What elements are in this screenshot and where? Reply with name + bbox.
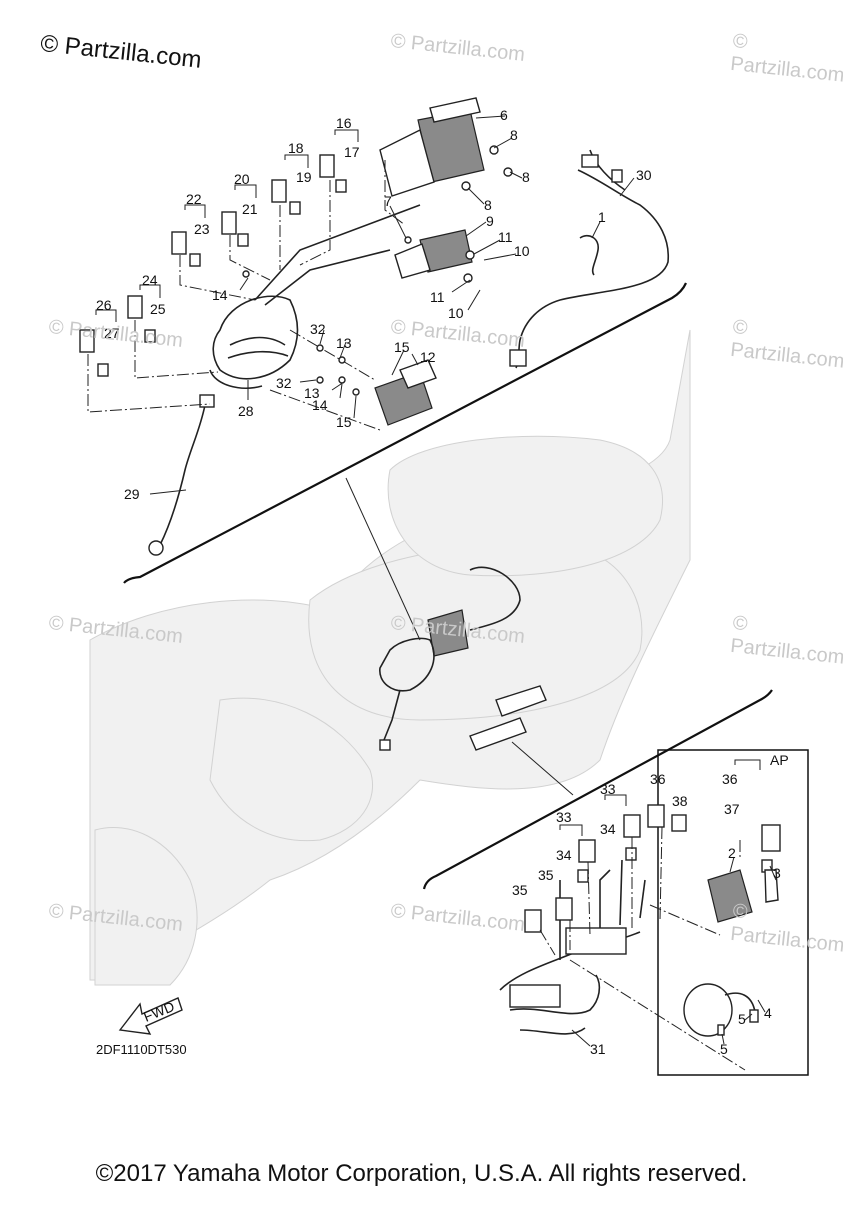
callout-25: 25 [150,301,166,317]
callout-35a: 35 [512,882,528,898]
callout-15b: 15 [336,414,352,430]
callout-10b: 10 [448,305,464,321]
callout-29: 29 [124,486,140,502]
callout-36b: 36 [722,771,738,787]
forward-arrow-icon: FWD [118,997,183,1035]
callout-34a: 34 [556,847,572,863]
callout-15a: 15 [394,339,410,355]
callout-38: 38 [672,793,688,809]
callout-17: 17 [344,144,360,160]
callout-35b: 35 [538,867,554,883]
callout-28: 28 [238,403,254,419]
installed-assembly [379,566,547,751]
callout-33b: 33 [600,781,616,797]
sensor-lead-29 [148,394,215,556]
callout-12: 12 [420,349,436,365]
callout-36a: 36 [650,771,666,787]
control-unit-6 [379,97,485,197]
callout-8b: 8 [522,169,530,185]
callout-30: 30 [636,167,652,183]
detail-panel-borders [123,282,809,1076]
callout-leader-lines [149,115,777,1047]
callout-32a: 32 [310,321,326,337]
callout-31: 31 [590,1041,606,1057]
callout-brackets [95,129,761,836]
sub-harness-30 [509,149,670,369]
callout-27: 27 [104,325,120,341]
callout-2: 2 [728,845,736,861]
callout-16: 16 [336,115,352,131]
callout-23: 23 [194,221,210,237]
wire-harness-28 [209,204,421,389]
callout-14a: 14 [212,287,228,303]
callout-9: 9 [486,213,494,229]
callout-32b: 32 [276,375,292,391]
ap-variant-label: AP [770,752,789,768]
callout-3: 3 [773,865,781,881]
callout-20: 20 [234,171,250,187]
ap-variant-parts [683,824,781,1037]
copyright-notice: ©2017 Yamaha Motor Corporation, U.S.A. A… [95,1160,748,1187]
callout-8a: 8 [510,127,518,143]
callout-5b: 5 [720,1041,728,1057]
callout-13b: 13 [304,385,320,401]
band-1 [579,234,599,276]
fasteners-top [242,145,513,396]
callout-10a: 10 [514,243,530,259]
wire-harness-31 [499,859,646,1035]
callout-11b: 11 [430,289,445,305]
couplers-lower [524,804,687,933]
callout-22: 22 [186,191,202,207]
callout-8c: 8 [484,197,492,213]
dashed-connection-lines-lower [539,826,746,1071]
callout-1: 1 [598,209,606,225]
callout-6: 6 [500,107,508,123]
relay-unit-12 [374,359,437,426]
callout-37: 37 [724,801,740,817]
callout-13a: 13 [336,335,352,351]
motorcycle-ghost-background [89,329,691,986]
dashed-connection-lines [87,160,406,431]
callout-24: 24 [142,272,158,288]
control-unit-9 [394,229,473,279]
callout-11a: 11 [498,229,513,245]
diagram-code: 2DF1110DT530 [96,1042,187,1057]
callout-numbers: 1 2 3 4 5 5 6 7 8 8 8 9 10 10 11 11 12 1… [96,107,781,1057]
callout-34b: 34 [600,821,616,837]
callout-4: 4 [764,1005,772,1021]
coupler-group [79,154,347,377]
callout-33a: 33 [556,809,572,825]
callout-14b: 14 [312,397,328,413]
callout-5a: 5 [738,1011,746,1027]
callout-18: 18 [288,140,304,156]
callout-7: 7 [384,193,392,209]
callout-26: 26 [96,297,112,313]
callout-19: 19 [296,169,312,185]
callout-21: 21 [242,201,258,217]
